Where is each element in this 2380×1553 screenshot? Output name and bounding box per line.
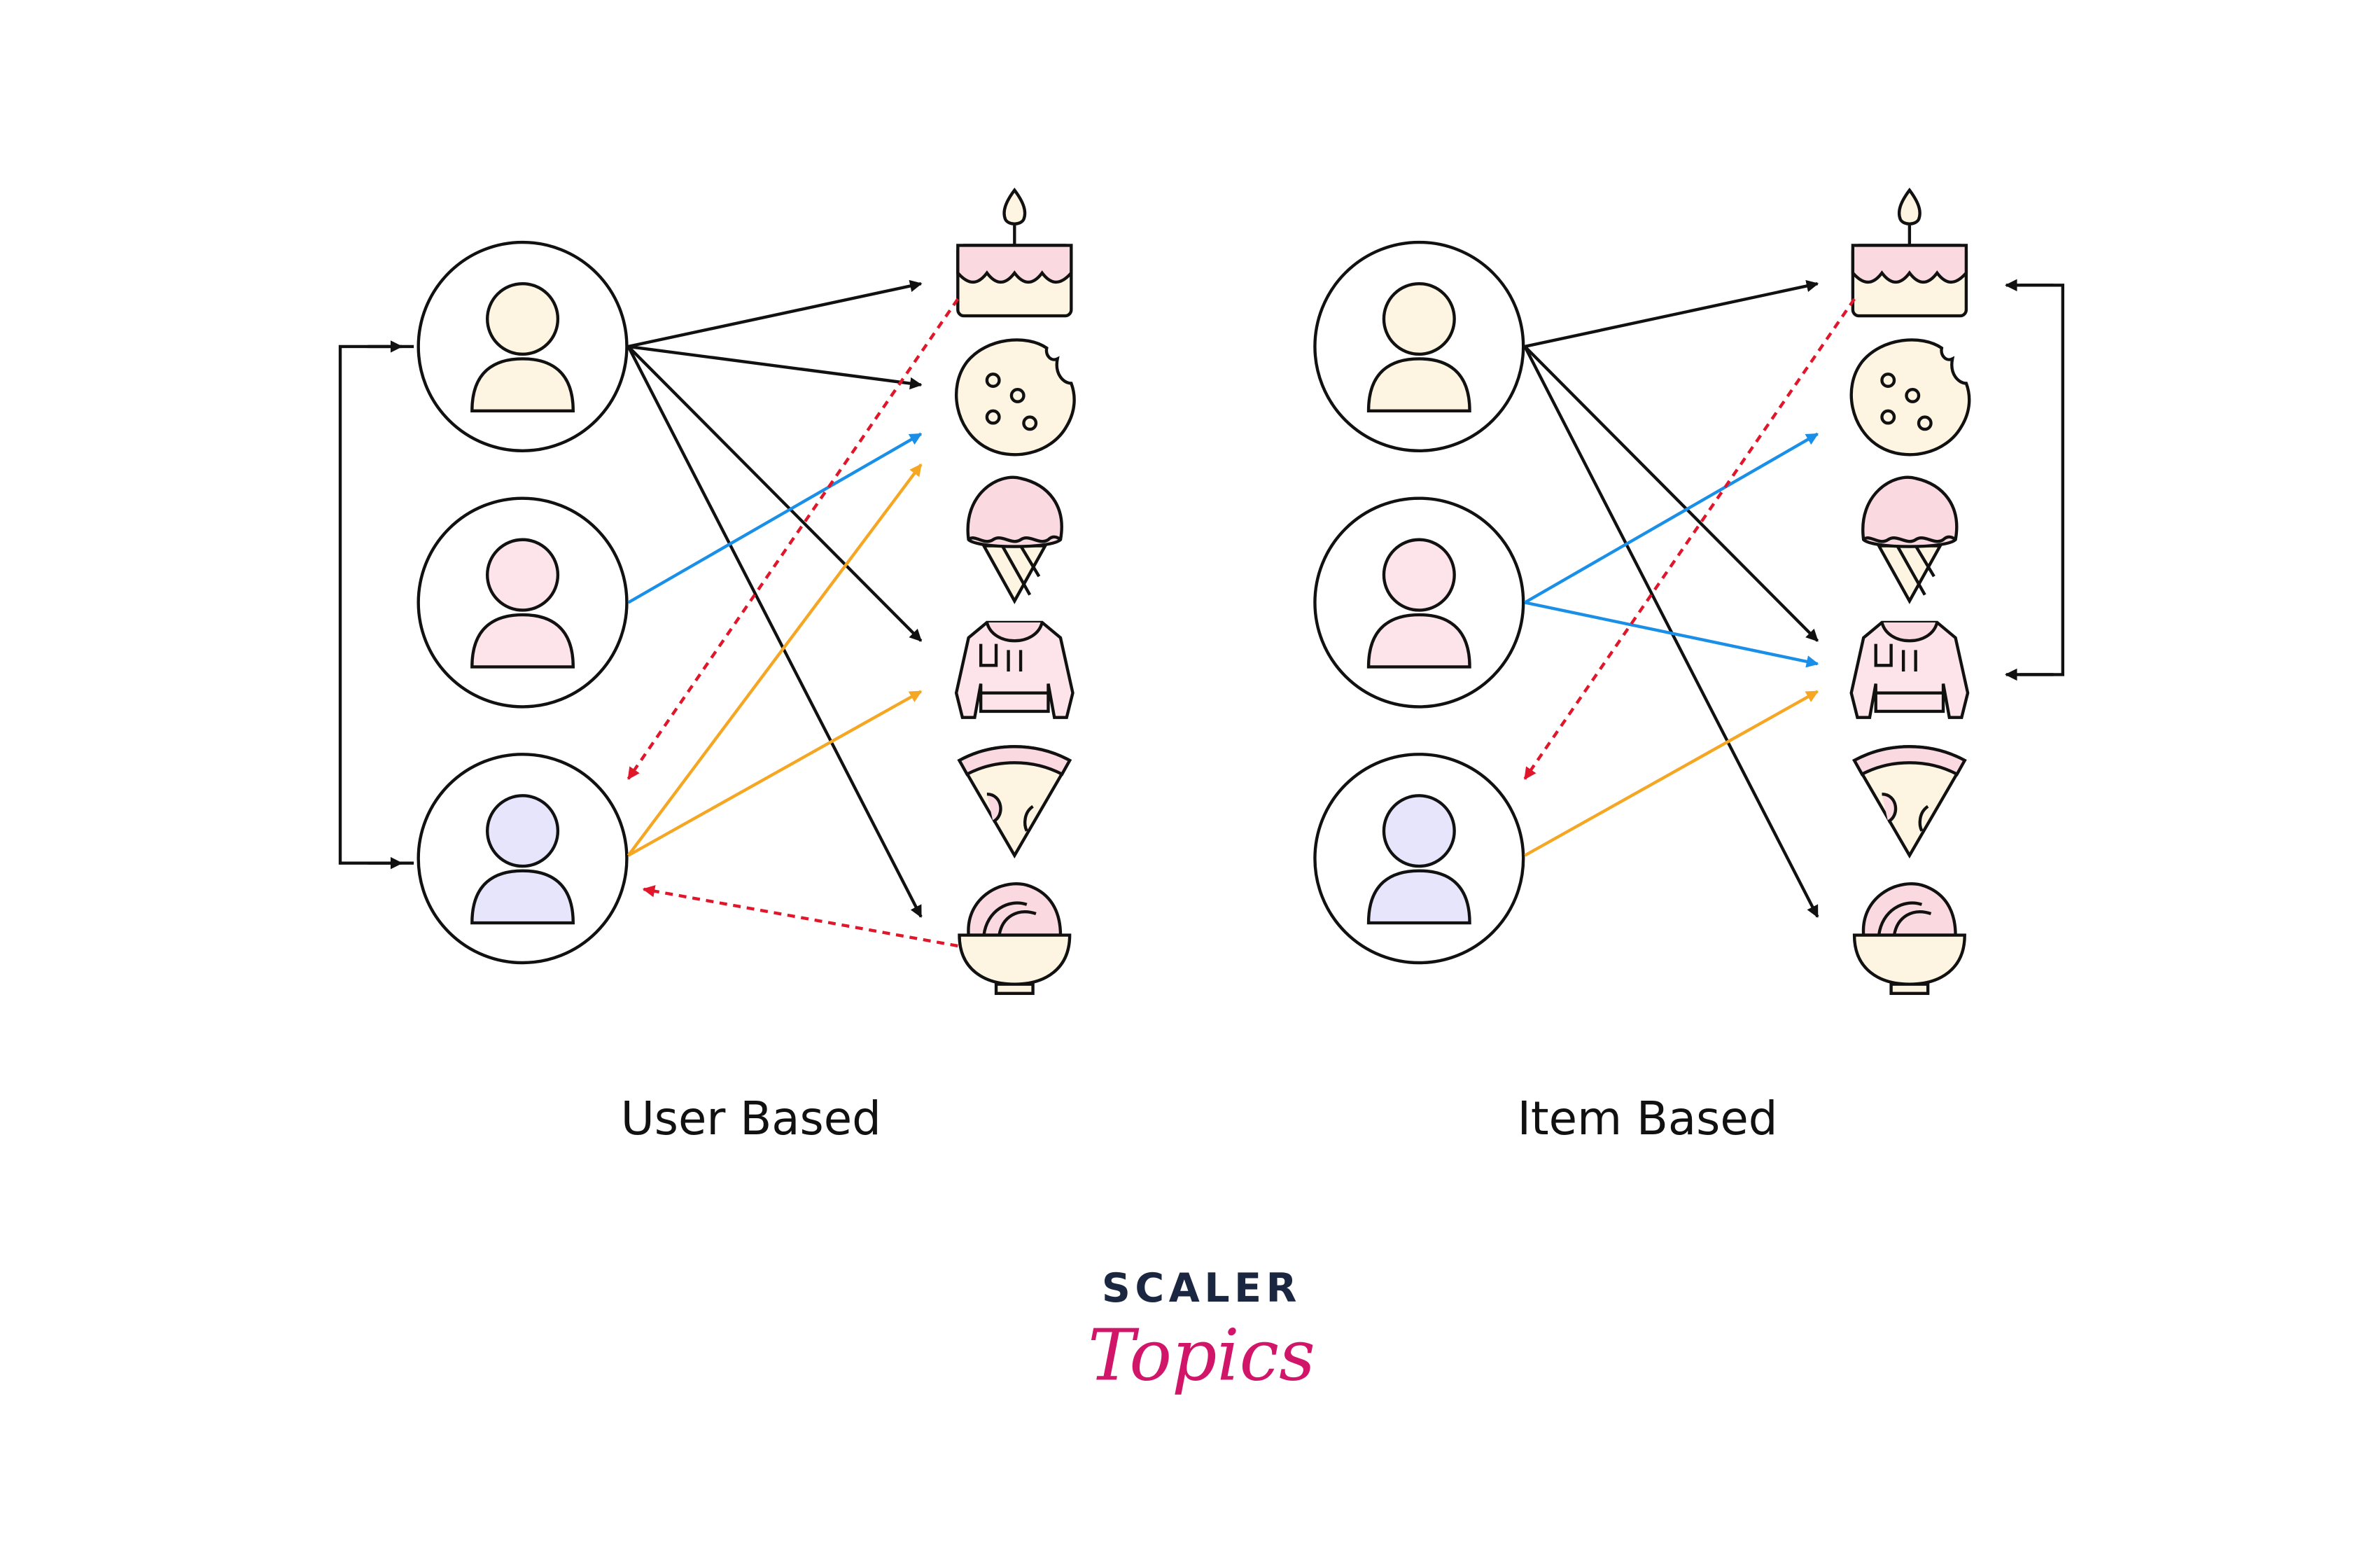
pizza-icon <box>960 746 1070 855</box>
user-based-edges <box>626 279 960 948</box>
ice-cream-icon <box>1863 478 1956 601</box>
item-based-diagram: Item Based <box>1313 190 2065 1145</box>
user-1-avatar <box>1313 240 1525 452</box>
user-1-avatar <box>416 240 629 452</box>
item-based-caption: Item Based <box>1518 1092 1778 1145</box>
similarity-bracket <box>2019 284 2065 676</box>
item-based-edges <box>1523 279 1856 918</box>
scaler-topics-logo: SCALER Topics <box>1088 1265 1315 1397</box>
cake-icon <box>1853 190 1966 316</box>
ice-cream-icon <box>968 478 1062 601</box>
user-based-diagram: User Based <box>338 190 1074 1145</box>
logo-line-1: SCALER <box>1102 1265 1301 1311</box>
noodle-bowl-icon <box>960 884 1070 994</box>
similarity-bracket <box>338 344 414 865</box>
user-3-avatar <box>1313 753 1525 965</box>
hoodie-icon <box>956 622 1072 718</box>
cake-icon <box>958 190 1071 316</box>
cookie-icon <box>1851 340 1969 454</box>
user-based-caption: User Based <box>621 1092 881 1145</box>
user-2-avatar <box>416 496 629 709</box>
logo-line-2: Topics <box>1088 1314 1315 1396</box>
pizza-icon <box>1854 746 1965 855</box>
cookie-icon <box>956 340 1074 454</box>
noodle-bowl-icon <box>1854 884 1965 994</box>
user-2-avatar <box>1313 496 1525 709</box>
user-3-avatar <box>416 753 629 965</box>
hoodie-icon <box>1851 622 1968 718</box>
